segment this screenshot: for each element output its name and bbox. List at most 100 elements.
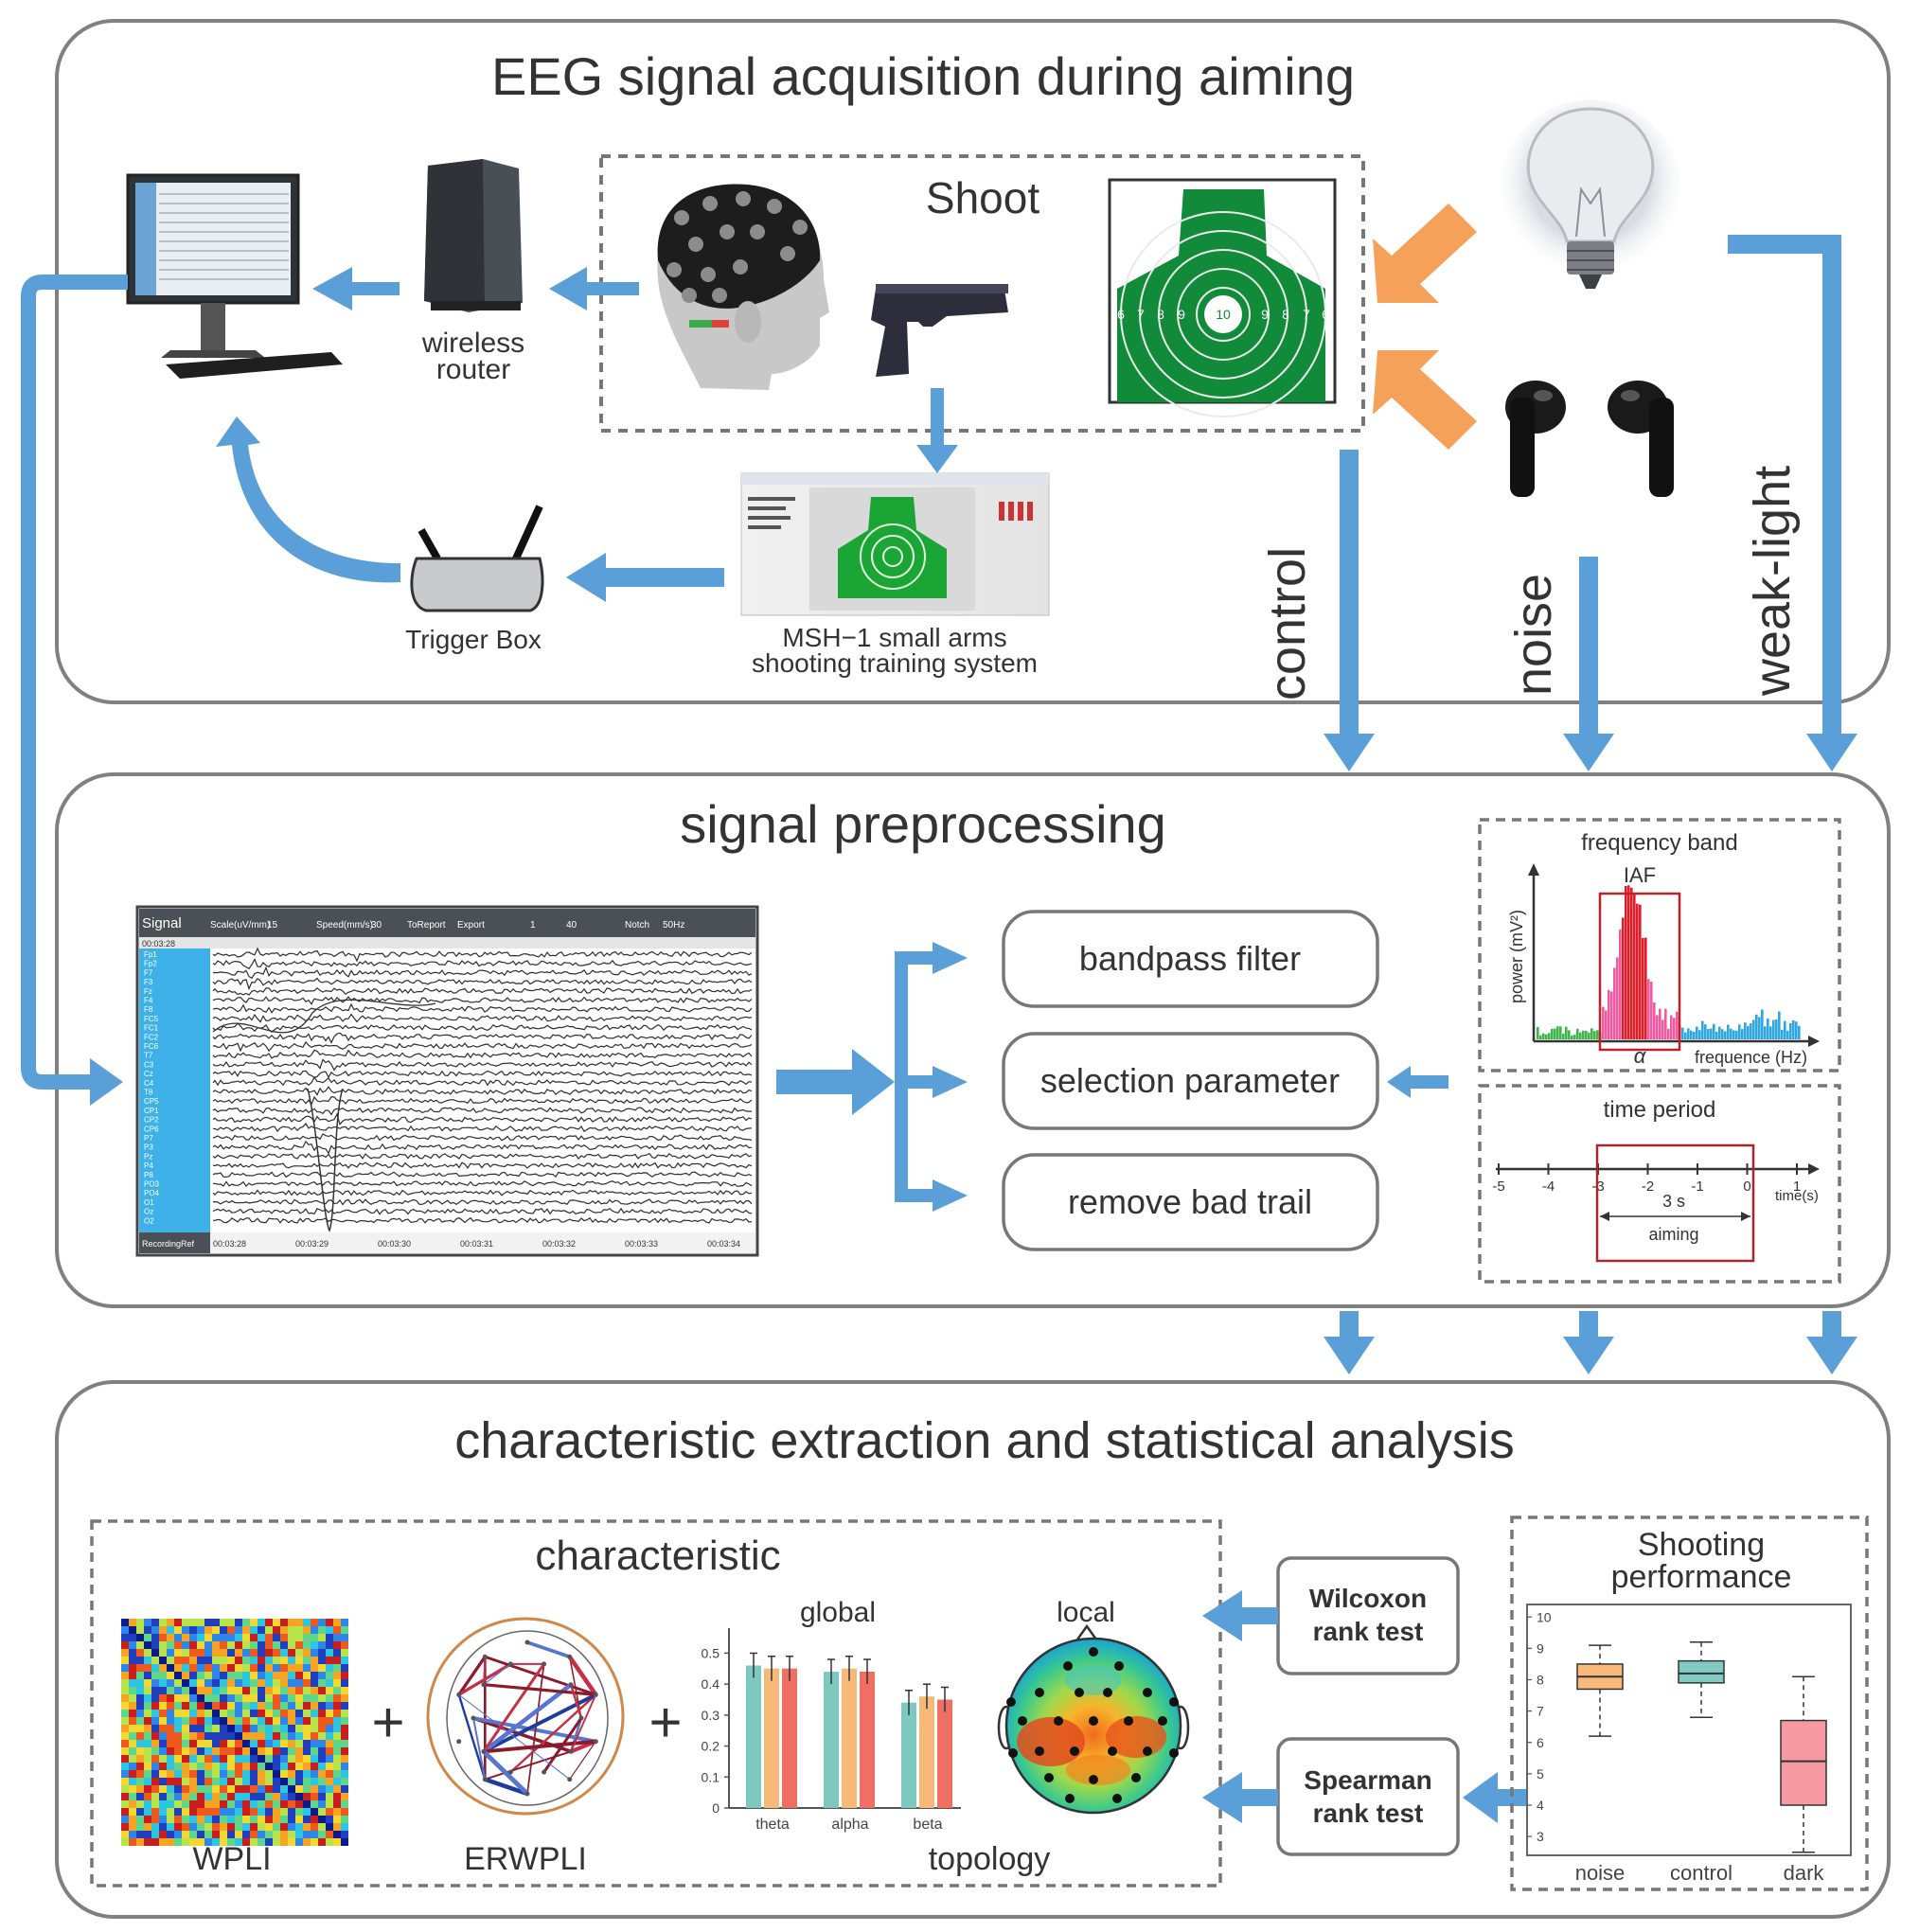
eeg-trace — [212, 1112, 753, 1126]
wpli-cell — [220, 1808, 227, 1816]
wpli-cell — [318, 1808, 326, 1816]
wpli-cell — [129, 1808, 136, 1816]
wpli-cell — [303, 1793, 311, 1800]
wpli-cell — [189, 1679, 197, 1687]
box — [1780, 1719, 1827, 1806]
spectrum-bin — [1625, 885, 1627, 1039]
section-preprocessing-frame — [55, 772, 1891, 1308]
eeg-trace — [212, 958, 753, 970]
eeg-artifact — [307, 1088, 344, 1232]
wpli-cell — [121, 1778, 129, 1785]
wpli-cell — [121, 1816, 129, 1823]
erwpli-link — [483, 1657, 487, 1685]
wpli-cell — [167, 1626, 174, 1634]
wpli-cell — [189, 1808, 197, 1816]
wpli-cell — [151, 1657, 159, 1664]
wpli-cell — [341, 1838, 348, 1846]
wpli-cell — [144, 1816, 151, 1823]
wpli-cell — [303, 1649, 311, 1657]
wpli-cell — [227, 1710, 235, 1717]
spectrum-bin — [1568, 1030, 1571, 1039]
wpli-cell — [258, 1793, 265, 1800]
spectrum-bin — [1661, 1019, 1664, 1039]
wpli-cell — [273, 1785, 280, 1793]
wpli-cell — [333, 1770, 341, 1778]
wpli-cell — [151, 1641, 159, 1649]
wpli-cell — [197, 1657, 204, 1664]
wpli-cell — [159, 1838, 167, 1846]
wpli-cell — [220, 1747, 227, 1755]
wpli-cell — [204, 1717, 212, 1725]
eeg-cap-head-icon — [657, 184, 829, 390]
wpli-cell — [242, 1831, 250, 1838]
spectrum-bin — [1781, 1029, 1784, 1039]
spectrum-bin — [1681, 1027, 1684, 1039]
wpli-cell — [326, 1641, 333, 1649]
bar — [782, 1668, 797, 1808]
spectrum-bin — [1744, 1022, 1747, 1039]
wpli-cell — [273, 1641, 280, 1649]
section-acquisition-frame — [55, 19, 1891, 704]
wpli-cell — [197, 1793, 204, 1800]
wpli-cell — [167, 1800, 174, 1808]
wpli-cell — [182, 1747, 189, 1755]
wpli-cell — [227, 1770, 235, 1778]
wpli-cell — [144, 1725, 151, 1732]
wpli-cell — [250, 1664, 258, 1672]
wpli-cell — [227, 1800, 235, 1808]
spectrum-bin — [1792, 1020, 1795, 1039]
wpli-cell — [250, 1657, 258, 1664]
characteristic-box — [90, 1519, 1222, 1888]
wpli-cell — [273, 1823, 280, 1831]
wpli-cell — [280, 1785, 288, 1793]
spectrum-bin — [1798, 1025, 1801, 1039]
wpli-cell — [341, 1823, 348, 1831]
eeg-channel-label: P3 — [144, 1143, 153, 1152]
erwpli-label: ERWPLI — [464, 1841, 587, 1877]
wpli-cell — [318, 1831, 326, 1838]
wpli-cell — [174, 1641, 182, 1649]
wpli-cell — [159, 1785, 167, 1793]
wpli-cell — [189, 1831, 197, 1838]
arrows-to-steps — [776, 942, 1448, 1212]
arrows-to-analysis — [1324, 1311, 1857, 1374]
wpli-cell — [265, 1679, 273, 1687]
wpli-cell — [167, 1725, 174, 1732]
wpli-cell — [235, 1732, 242, 1740]
wpli-cell — [258, 1717, 265, 1725]
wpli-cell — [227, 1679, 235, 1687]
wpli-cell — [136, 1649, 144, 1657]
wpli-cell — [189, 1694, 197, 1702]
spectrum-bin — [1764, 1026, 1767, 1039]
wpli-cell — [235, 1657, 242, 1664]
spectrum-bin — [1727, 1024, 1730, 1039]
spectrum-bin — [1687, 1028, 1690, 1039]
eeg-footer: RecordingRef — [142, 1239, 195, 1249]
wpli-cell — [159, 1687, 167, 1694]
spectrum-bin — [1596, 1030, 1599, 1039]
wpli-cell — [182, 1831, 189, 1838]
wpli-cell — [129, 1694, 136, 1702]
wpli-cell — [136, 1672, 144, 1679]
time-tick-label: -5 — [1492, 1179, 1504, 1195]
wpli-cell — [250, 1672, 258, 1679]
wpli-cell — [235, 1694, 242, 1702]
wpli-cell — [318, 1664, 326, 1672]
eeg-channel-label: Fz — [144, 987, 152, 996]
wpli-cell — [235, 1838, 242, 1846]
spectrum-bin — [1636, 903, 1639, 1039]
wpli-cell — [295, 1619, 303, 1626]
spectrum-bin — [1715, 1031, 1718, 1039]
wpli-cell — [311, 1778, 318, 1785]
wpli-cell — [151, 1664, 159, 1672]
wpli-cell — [318, 1770, 326, 1778]
eeg-trace — [212, 966, 753, 980]
wpli-cell — [265, 1778, 273, 1785]
wpli-cell — [136, 1747, 144, 1755]
spectrum-bin — [1721, 1029, 1724, 1039]
spectrum-bin — [1579, 1032, 1582, 1039]
spectrum-bin — [1585, 1030, 1588, 1039]
wpli-cell — [121, 1740, 129, 1747]
wpli-cell — [159, 1793, 167, 1800]
wpli-cell — [212, 1838, 220, 1846]
